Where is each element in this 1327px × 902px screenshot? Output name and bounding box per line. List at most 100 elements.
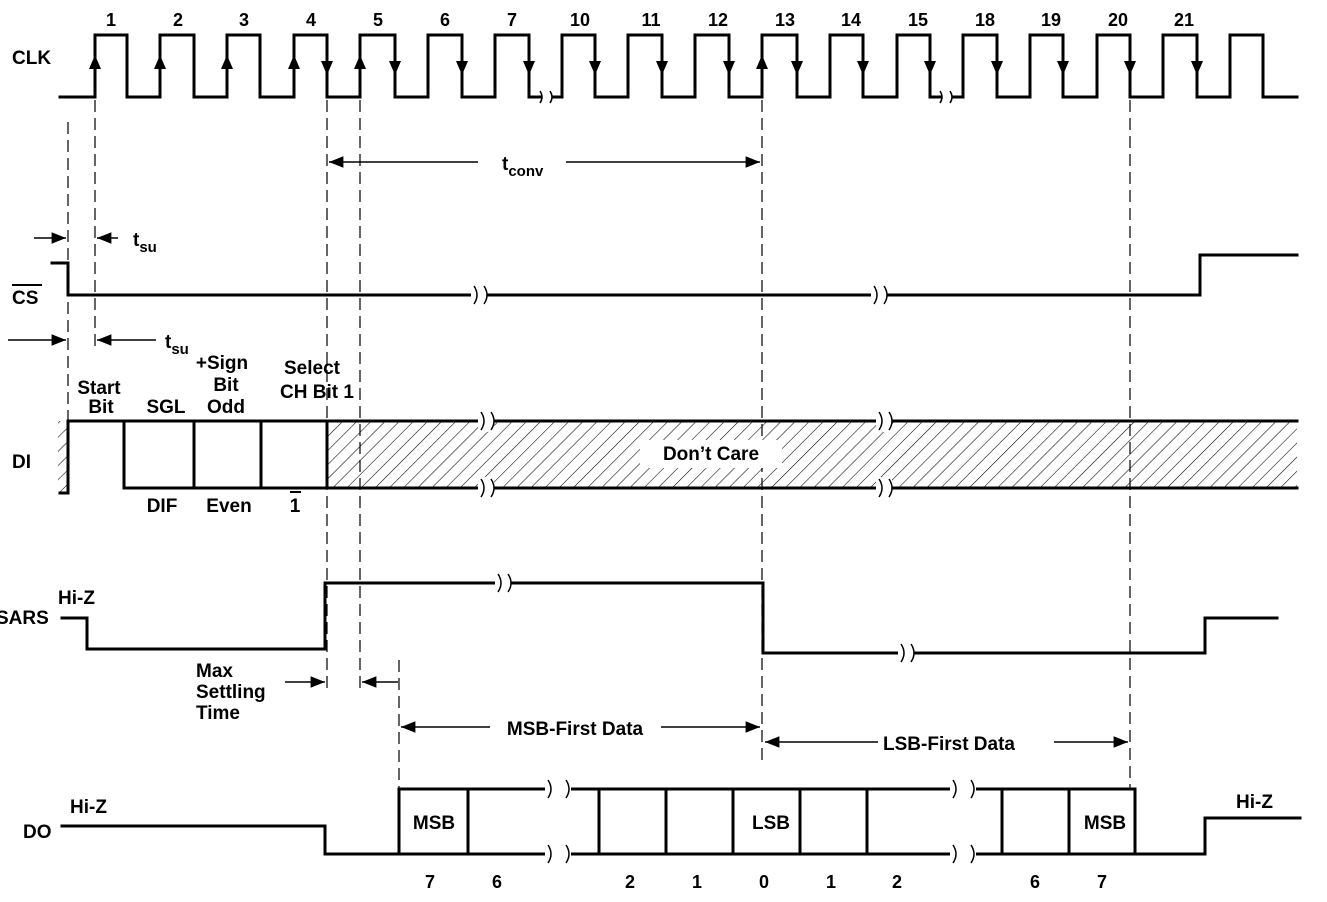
- clk-label: CLK: [12, 48, 51, 69]
- settling-annotation: Max Settling Time: [196, 661, 398, 724]
- start-bit-label: Bit: [88, 397, 114, 418]
- bit-number: 7: [1097, 872, 1107, 892]
- bit-number: 6: [1030, 872, 1040, 892]
- clock-number: 15: [908, 10, 928, 30]
- t-su-di-annotation: tsu: [8, 332, 189, 358]
- up-arrow-icon: [154, 55, 166, 69]
- t-conv-annotation: tconv: [329, 154, 760, 180]
- clock-number: 4: [306, 10, 316, 30]
- clk-break-1: [539, 90, 553, 104]
- clock-number: 11: [641, 10, 660, 30]
- down-arrow-icon: [857, 61, 869, 75]
- do-hiz-label: Hi-Z: [70, 797, 107, 818]
- clk-edge-arrows: [89, 55, 1203, 75]
- bit-number: 6: [492, 872, 502, 892]
- do-hiz-end-label: Hi-Z: [1236, 792, 1273, 813]
- bit-number: 0: [759, 872, 769, 892]
- down-arrow-icon: [991, 61, 1003, 75]
- bit-number: 2: [892, 872, 902, 892]
- clock-number: 12: [708, 10, 728, 30]
- di-bit-labels: Start Bit SGL +Sign Bit Odd Select CH Bi…: [77, 353, 354, 517]
- do-waveform: [60, 787, 1302, 856]
- t-conv-label: tconv: [502, 154, 544, 180]
- cs-label: CS: [12, 288, 38, 309]
- msb-first-range: MSB-First Data: [401, 719, 760, 740]
- sars-breaks: [495, 572, 915, 664]
- select-ch-label: CH Bit 1: [280, 382, 354, 403]
- clock-numbers: 1 2 3 4 5 6 7 10 11 12 13 14 15 18 19 20…: [106, 10, 1194, 30]
- sars-waveform: [60, 581, 1279, 655]
- bit-number: 1: [692, 872, 702, 892]
- do-breaks: [545, 778, 976, 865]
- clock-number: 3: [239, 10, 249, 30]
- down-arrow-icon: [924, 61, 936, 75]
- do-bit-numbers: 7 6 2 1 0 1 2 6 7: [425, 872, 1107, 892]
- down-arrow-icon: [523, 61, 535, 75]
- down-arrow-icon: [791, 61, 803, 75]
- sign-bit-label: +Sign: [196, 353, 248, 374]
- t-su-label: tsu: [165, 332, 189, 358]
- sign-bit-label: Bit: [213, 375, 239, 396]
- up-arrow-icon: [221, 55, 233, 69]
- down-arrow-icon: [723, 61, 735, 75]
- clock-number: 2: [173, 10, 183, 30]
- clock-number: 5: [373, 10, 383, 30]
- msb-cell-label: MSB: [413, 813, 455, 834]
- sars-hiz-label: Hi-Z: [58, 588, 95, 609]
- cs-waveform: [50, 253, 1299, 297]
- t-su-label: tsu: [133, 230, 157, 256]
- clock-number: 10: [570, 10, 590, 30]
- up-arrow-icon: [354, 55, 366, 69]
- clk-break-2: [939, 90, 953, 104]
- down-arrow-icon: [1124, 61, 1136, 75]
- up-arrow-icon: [89, 55, 101, 69]
- msb-first-label: MSB-First Data: [507, 719, 644, 740]
- dont-care-label: Don’t Care: [663, 444, 759, 465]
- di-breaks: [478, 410, 893, 499]
- di-pre-hatch: [58, 421, 68, 493]
- bit-number: 1: [826, 872, 836, 892]
- clk-waveform: [58, 33, 1299, 99]
- clock-number: 13: [775, 10, 795, 30]
- cs-breaks: [471, 284, 888, 306]
- up-arrow-icon: [756, 55, 768, 69]
- di-label: DI: [12, 452, 31, 473]
- one-bar-label: 1: [290, 496, 301, 517]
- sgl-label: SGL: [146, 397, 185, 418]
- dif-label: DIF: [147, 496, 178, 517]
- sars-label: SARS: [0, 608, 49, 629]
- down-arrow-icon: [456, 61, 468, 75]
- bit-number: 7: [425, 872, 435, 892]
- do-cell-labels: MSB LSB MSB: [413, 813, 1126, 834]
- odd-label: Odd: [207, 397, 245, 418]
- up-arrow-icon: [288, 55, 300, 69]
- clock-number: 20: [1108, 10, 1128, 30]
- clock-number: 7: [507, 10, 517, 30]
- clock-number: 19: [1041, 10, 1061, 30]
- settling-label: Settling: [196, 682, 266, 703]
- t-su-cs-annotation: tsu: [34, 230, 157, 256]
- start-bit-label: Start: [77, 378, 121, 399]
- settling-label: Time: [196, 703, 240, 724]
- lsb-first-label: LSB-First Data: [883, 734, 1015, 755]
- dont-care-box: [640, 440, 782, 468]
- di-waveform: [58, 419, 1299, 495]
- clock-number: 14: [841, 10, 861, 30]
- down-arrow-icon: [589, 61, 601, 75]
- down-arrow-icon: [1191, 61, 1203, 75]
- select-label: Select: [284, 358, 341, 379]
- do-label: DO: [23, 822, 52, 843]
- lsb-first-range: LSB-First Data: [765, 734, 1128, 755]
- di-dont-care-hatch: [327, 421, 1297, 488]
- down-arrow-icon: [389, 61, 401, 75]
- bit-number: 2: [625, 872, 635, 892]
- down-arrow-icon: [321, 61, 333, 75]
- down-arrow-icon: [1057, 61, 1069, 75]
- msb-cell-label: MSB: [1084, 813, 1126, 834]
- clock-number: 6: [440, 10, 450, 30]
- lsb-cell-label: LSB: [752, 813, 790, 834]
- even-label: Even: [206, 496, 251, 517]
- clock-number: 21: [1174, 10, 1194, 30]
- settling-label: Max: [196, 661, 233, 682]
